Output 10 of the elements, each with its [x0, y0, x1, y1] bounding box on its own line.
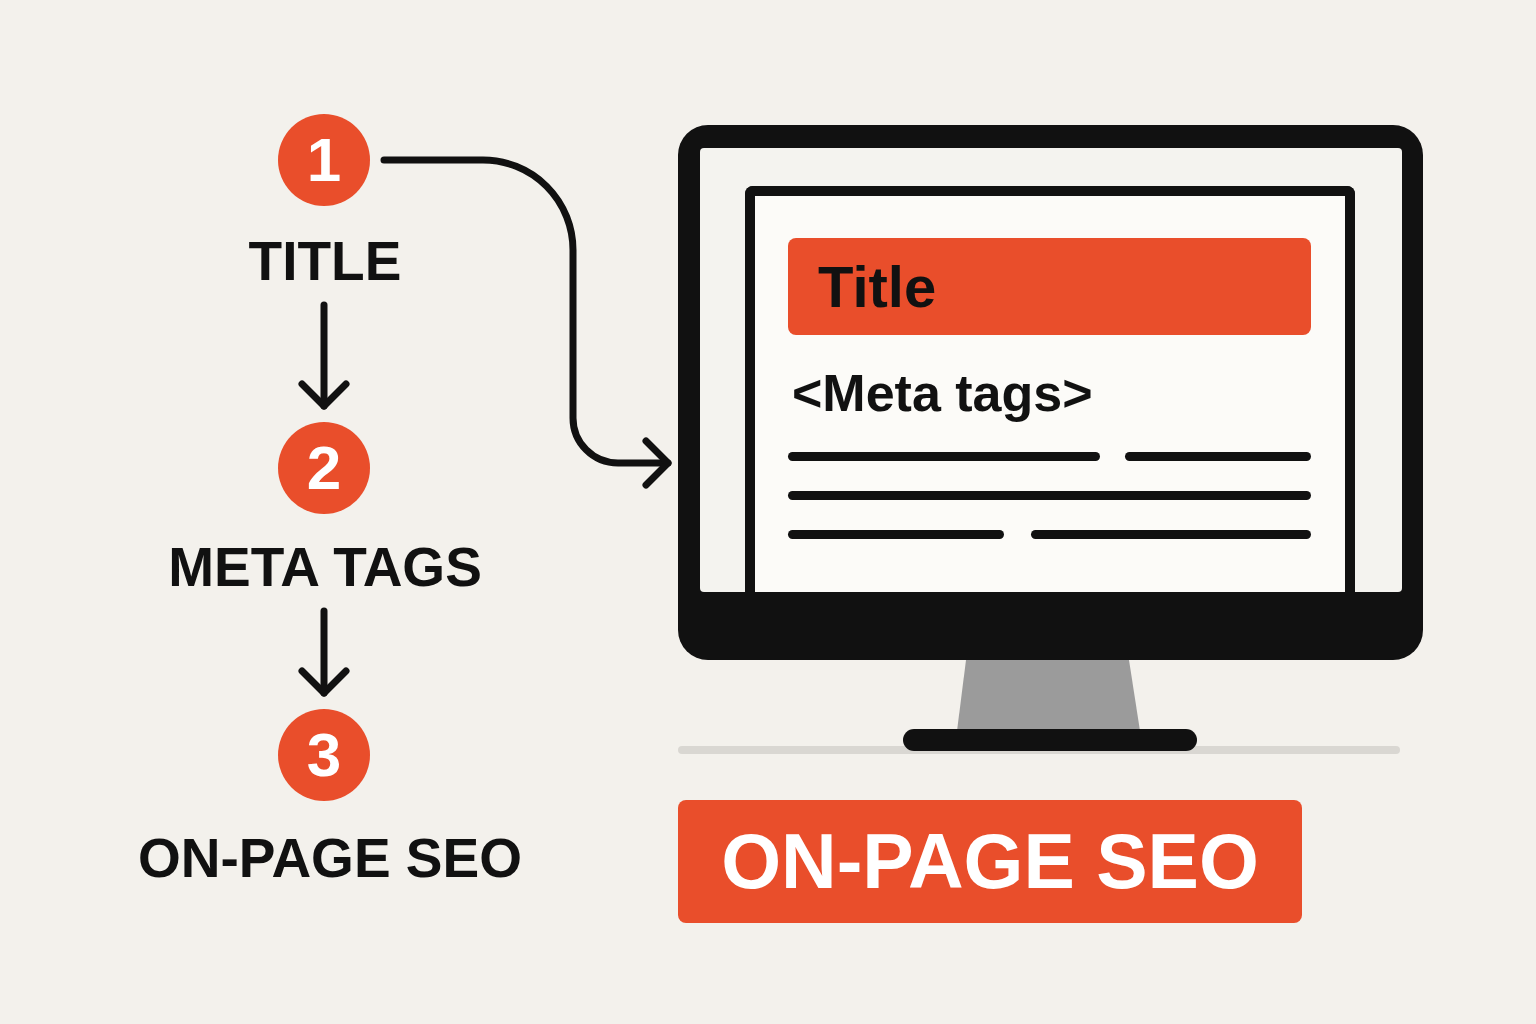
computer-monitor: [678, 125, 1423, 660]
curved-arrow: [380, 156, 672, 489]
down-arrow: [298, 607, 350, 697]
step-label: TITLE: [248, 233, 402, 289]
on-page-seo-banner: ON-PAGE SEO: [678, 800, 1302, 923]
step-label: META TAGS: [168, 539, 482, 595]
step-label: ON-PAGE SEO: [138, 830, 522, 886]
down-arrow: [298, 301, 350, 410]
title-bar: Title: [788, 238, 1311, 335]
web-page-window: [745, 186, 1355, 592]
